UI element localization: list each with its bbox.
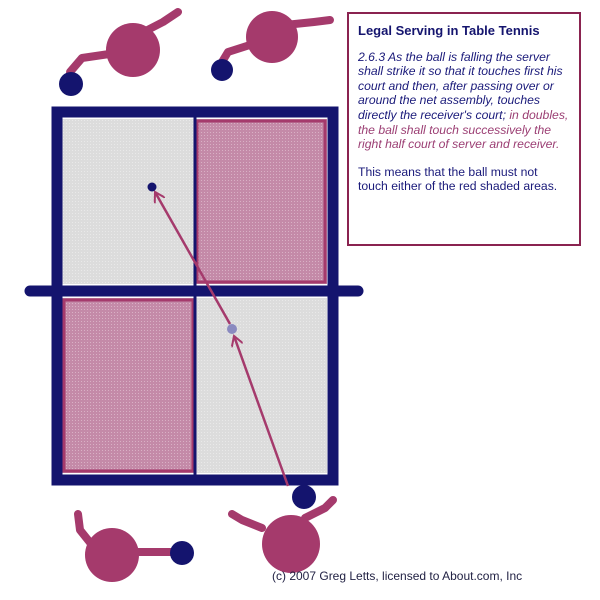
info-note: This means that the ball must not touch … bbox=[358, 164, 558, 194]
court-server-right bbox=[195, 298, 327, 473]
player-receiver-right bbox=[211, 11, 334, 81]
copyright-credit: (c) 2007 Greg Letts, licensed to About.c… bbox=[272, 569, 523, 583]
ball-bounce-server-court bbox=[227, 324, 237, 334]
paddle-server-right bbox=[292, 485, 316, 509]
player-receiver-left bbox=[59, 8, 182, 96]
rule-main-text: 2.6.3 As the ball is falling the server … bbox=[358, 49, 563, 122]
court-receiver-right-shaded bbox=[195, 119, 327, 284]
paddle-receiver-left bbox=[59, 72, 83, 96]
player-server-right bbox=[228, 485, 337, 573]
rule-info-box: Legal Serving in Table Tennis 2.6.3 As t… bbox=[347, 12, 581, 246]
info-title: Legal Serving in Table Tennis bbox=[358, 23, 540, 38]
court-receiver-left bbox=[62, 119, 195, 284]
paddle-receiver-right bbox=[211, 59, 233, 81]
paddle-server-left bbox=[170, 541, 194, 565]
ball-path-segment-2 bbox=[155, 192, 232, 325]
rule-text: 2.6.3 As the ball is falling the server … bbox=[358, 50, 570, 152]
rule-doubles-text: in doubles, the ball shall touch success… bbox=[358, 107, 569, 152]
ball-bounce-receiver-court bbox=[147, 182, 157, 192]
player-server-left bbox=[74, 510, 194, 582]
court-server-left-shaded bbox=[62, 298, 195, 473]
ball-path-segment-1 bbox=[234, 336, 290, 487]
